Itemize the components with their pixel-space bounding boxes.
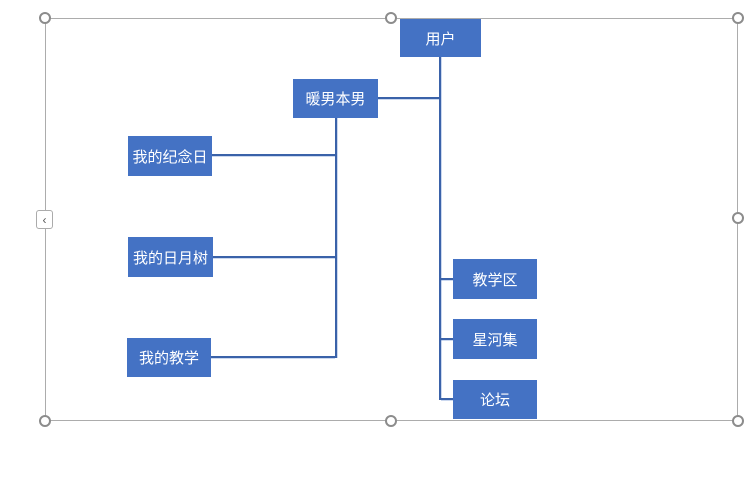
selection-handle-top-left[interactable]: [39, 12, 51, 24]
node-label: 我的纪念日: [132, 148, 208, 166]
connector-to-xingheji: [441, 338, 453, 340]
node-jinianri[interactable]: 我的纪念日: [128, 136, 212, 176]
connector-to-nuannan: [378, 97, 439, 99]
node-label: 论坛: [479, 392, 510, 409]
node-label: 星河集: [472, 331, 518, 349]
node-riyueshu[interactable]: 我的日月树: [128, 237, 213, 277]
connector-to-luntan: [441, 398, 453, 400]
selection-handle-top-center[interactable]: [385, 12, 397, 24]
node-label: 我的日月树: [132, 249, 208, 267]
chevron-left-icon: ‹: [42, 212, 47, 227]
selection-handle-top-right[interactable]: [732, 12, 744, 24]
node-label: 我的教学: [138, 350, 199, 367]
connector-to-jiaoxue: [211, 356, 335, 358]
node-luntan[interactable]: 论坛: [453, 380, 537, 419]
node-xingheji[interactable]: 星河集: [453, 319, 537, 359]
selection-handle-middle-right[interactable]: [732, 212, 744, 224]
connector-to-jinianri: [212, 154, 335, 156]
selection-handle-bottom-left[interactable]: [39, 415, 51, 427]
selection-handle-bottom-right[interactable]: [732, 415, 744, 427]
node-jiaoxue[interactable]: 我的教学: [127, 338, 211, 377]
connector-to-jiaoxuequ: [441, 278, 453, 280]
node-jiaoxuequ[interactable]: 教学区: [453, 259, 537, 299]
text-pane-toggle-button[interactable]: ‹: [36, 210, 53, 229]
node-nuannan[interactable]: 暖男本男: [293, 79, 378, 118]
node-label: 教学区: [472, 271, 518, 289]
node-label: 用户: [425, 30, 456, 48]
connector-user-trunk: [439, 57, 441, 400]
connector-nuannan-trunk: [335, 118, 337, 358]
node-label: 暖男本男: [305, 91, 366, 108]
selection-handle-bottom-center[interactable]: [385, 415, 397, 427]
connector-to-riyueshu: [213, 256, 335, 258]
node-user[interactable]: 用户: [400, 19, 481, 57]
